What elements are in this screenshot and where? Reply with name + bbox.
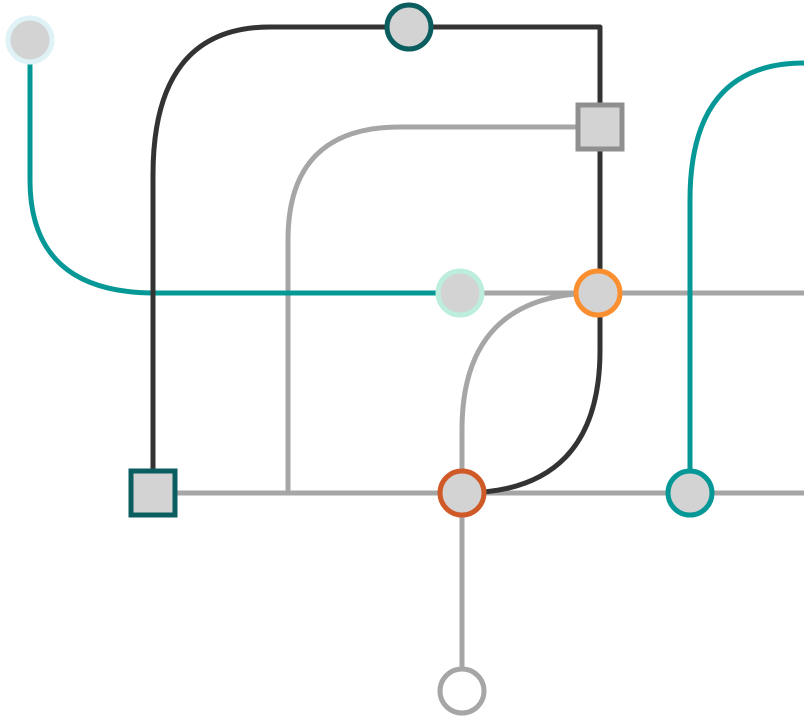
teal-left-line <box>27 40 460 296</box>
node-top-left[interactable] <box>5 15 55 65</box>
dark-line <box>150 24 603 496</box>
node-orange[interactable] <box>573 268 623 318</box>
node-teal-bottom[interactable] <box>665 468 715 518</box>
node-square-bottom-left[interactable] <box>128 468 178 518</box>
gray-curve-left-line <box>285 124 600 493</box>
gray-curve-center-line <box>459 290 599 493</box>
node-top-center[interactable] <box>384 2 434 52</box>
teal-right-line <box>687 60 804 493</box>
node-mint[interactable] <box>435 268 485 318</box>
node-rust[interactable] <box>437 468 487 518</box>
node-hollow-bottom[interactable] <box>437 666 487 716</box>
node-square-top-right[interactable] <box>575 102 625 152</box>
